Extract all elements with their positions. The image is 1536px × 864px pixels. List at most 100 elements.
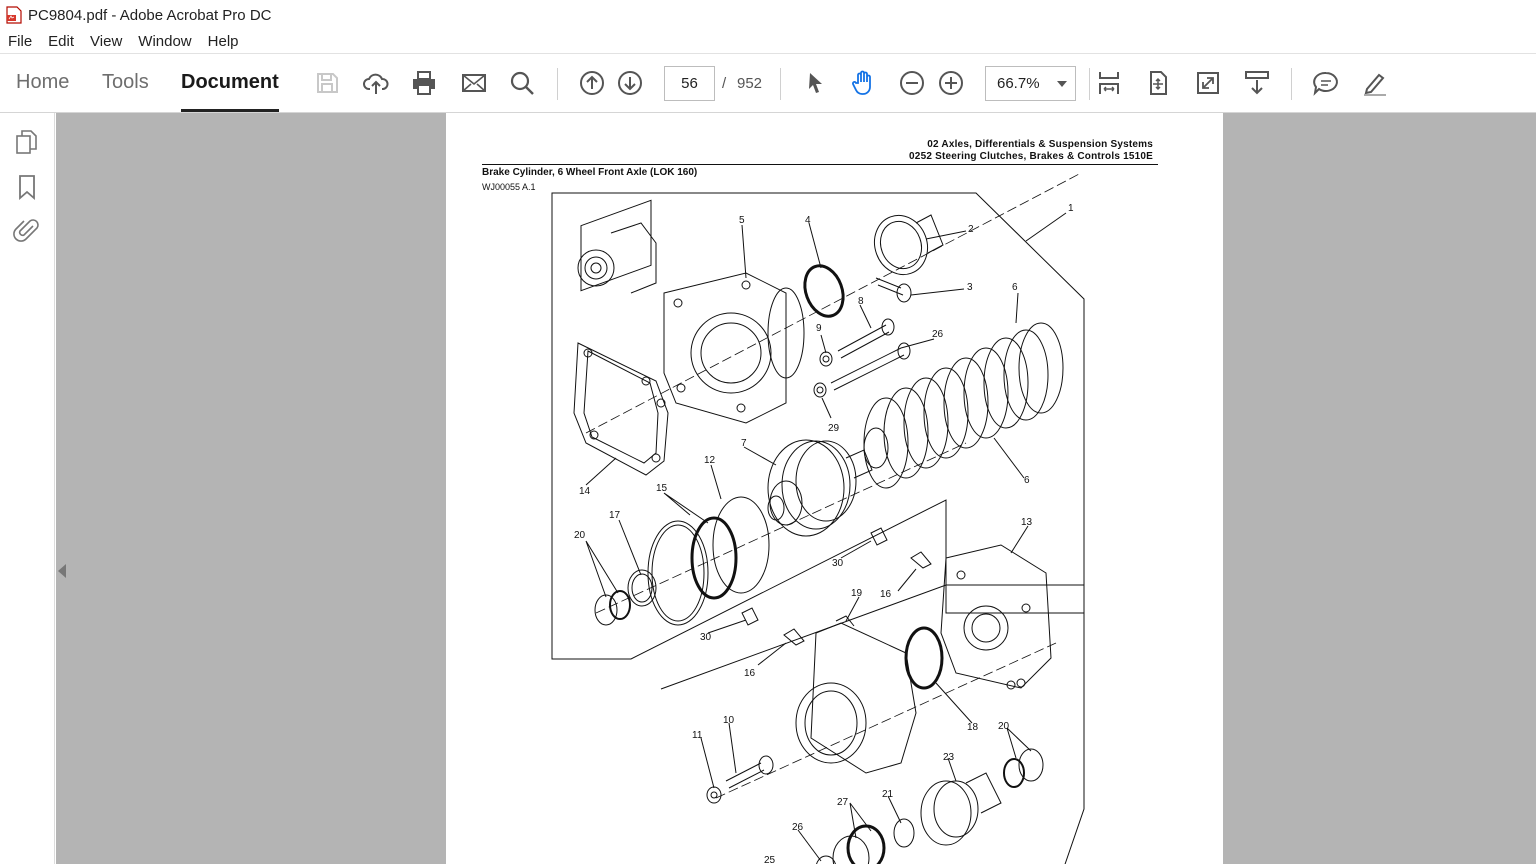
callout-26: 26 (932, 329, 944, 340)
callout-25: 25 (764, 855, 776, 864)
callout-2: 2 (968, 224, 974, 235)
print-button[interactable] (408, 67, 440, 99)
fit-page-icon (1099, 72, 1119, 94)
upload-cloud-icon (363, 73, 389, 94)
toolbar-divider (557, 68, 558, 100)
navigation-pane (0, 113, 55, 864)
page-header-line2: 0252 Steering Clutches, Brakes & Control… (909, 151, 1153, 162)
zoom-out-icon (900, 71, 924, 95)
page-header-line1: 02 Axles, Differentials & Suspension Sys… (927, 139, 1153, 150)
highlight-pen-icon (1364, 73, 1386, 96)
callout-5: 5 (739, 215, 745, 226)
save-icon (317, 73, 338, 93)
main-toolbar: Home Tools Document / 952 66.7% (0, 55, 1536, 113)
zoom-select[interactable]: 66.7% (985, 66, 1076, 101)
rotate-icon (1150, 71, 1167, 95)
comment-button[interactable] (1310, 67, 1342, 99)
header-rule (482, 164, 1158, 165)
expand-pane-arrow-icon[interactable] (58, 564, 66, 578)
hand-tool-icon (852, 70, 871, 95)
callout-18: 18 (967, 722, 979, 733)
rotate-view-button[interactable] (1142, 67, 1174, 99)
scrolling-mode-button[interactable] (1241, 67, 1273, 99)
tab-home[interactable]: Home (16, 71, 70, 93)
tab-document[interactable]: Document (181, 71, 279, 112)
highlight-button[interactable] (1359, 67, 1391, 99)
full-screen-button[interactable] (1192, 67, 1224, 99)
toolbar-divider (1089, 68, 1090, 100)
callout-23: 23 (943, 752, 955, 763)
zoom-out-button[interactable] (896, 67, 928, 99)
select-tool-button[interactable] (799, 67, 831, 99)
previous-page-button[interactable] (576, 67, 608, 99)
toolbar-divider (1291, 68, 1292, 100)
callout-8: 8 (858, 296, 864, 307)
callout-29: 29 (828, 423, 840, 434)
comment-icon (1313, 71, 1338, 96)
page-thumbnails-icon[interactable] (13, 128, 41, 156)
callout-21: 21 (882, 789, 894, 800)
chevron-down-icon (1057, 80, 1067, 87)
email-button[interactable] (458, 67, 490, 99)
search-button[interactable] (506, 67, 538, 99)
callout-4: 4 (805, 215, 811, 226)
hand-tool-button[interactable] (848, 67, 880, 99)
save-button[interactable] (311, 67, 343, 99)
callout-30: 30 (832, 558, 844, 569)
window-title: PC9804.pdf - Adobe Acrobat Pro DC (28, 6, 272, 24)
search-icon (510, 71, 534, 95)
callout-11: 11 (692, 730, 703, 741)
zoom-in-button[interactable] (935, 67, 967, 99)
page-separator: / (722, 75, 727, 92)
next-page-button[interactable] (614, 67, 646, 99)
scrolling-mode-icon (1245, 71, 1269, 95)
callout-3: 3 (967, 282, 973, 293)
bookmark-icon[interactable] (13, 173, 41, 201)
callout-9: 9 (816, 323, 822, 334)
figure-reference: WJ00055 A.1 (482, 182, 536, 192)
menu-help[interactable]: Help (207, 33, 239, 50)
upload-button[interactable] (360, 67, 392, 99)
callout-7: 7 (741, 438, 747, 449)
callout-16: 16 (880, 589, 892, 600)
page-up-icon (580, 71, 604, 95)
callout-15: 15 (656, 483, 668, 494)
fit-page-button[interactable] (1093, 67, 1125, 99)
callout-30b: 30 (700, 632, 712, 643)
callout-6: 6 (1012, 282, 1018, 293)
menu-bar: File Edit View Window Help (0, 30, 1536, 54)
callout-14: 14 (579, 486, 591, 497)
title-bar: PC9804.pdf - Adobe Acrobat Pro DC (0, 0, 1536, 30)
print-icon (413, 71, 435, 95)
tab-tools[interactable]: Tools (102, 71, 149, 93)
menu-edit[interactable]: Edit (48, 33, 75, 50)
page-number-input[interactable] (664, 66, 715, 101)
menu-view[interactable]: View (90, 33, 123, 50)
attachment-icon[interactable] (13, 216, 41, 244)
page-total: 952 (737, 75, 763, 92)
callout-1: 1 (1068, 203, 1074, 214)
email-icon (462, 74, 486, 92)
callout-27: 27 (837, 797, 849, 808)
callout-20: 20 (574, 530, 586, 541)
callout-19: 19 (851, 588, 863, 599)
toolbar-divider (780, 68, 781, 100)
callout-13: 13 (1021, 517, 1033, 528)
callout-6b: 6 (1024, 475, 1030, 486)
document-viewer[interactable]: 02 Axles, Differentials & Suspension Sys… (56, 113, 1536, 864)
full-screen-icon (1197, 72, 1219, 94)
pdf-page: 02 Axles, Differentials & Suspension Sys… (446, 113, 1223, 864)
menu-window[interactable]: Window (138, 33, 192, 50)
zoom-value: 66.7% (997, 75, 1040, 92)
callout-20b: 20 (998, 721, 1010, 732)
page-down-icon (618, 71, 642, 95)
callout-12: 12 (704, 455, 716, 466)
menu-file[interactable]: File (8, 33, 33, 50)
exploded-parts-diagram: 1 2 3 4 5 6 6 7 8 9 26 29 12 14 15 17 20… (551, 172, 1085, 864)
callout-16b: 16 (744, 668, 756, 679)
pdf-file-icon (6, 6, 22, 24)
callout-10: 10 (723, 715, 735, 726)
zoom-in-icon (939, 71, 963, 95)
select-arrow-icon (809, 73, 822, 93)
callout-26b: 26 (792, 822, 804, 833)
